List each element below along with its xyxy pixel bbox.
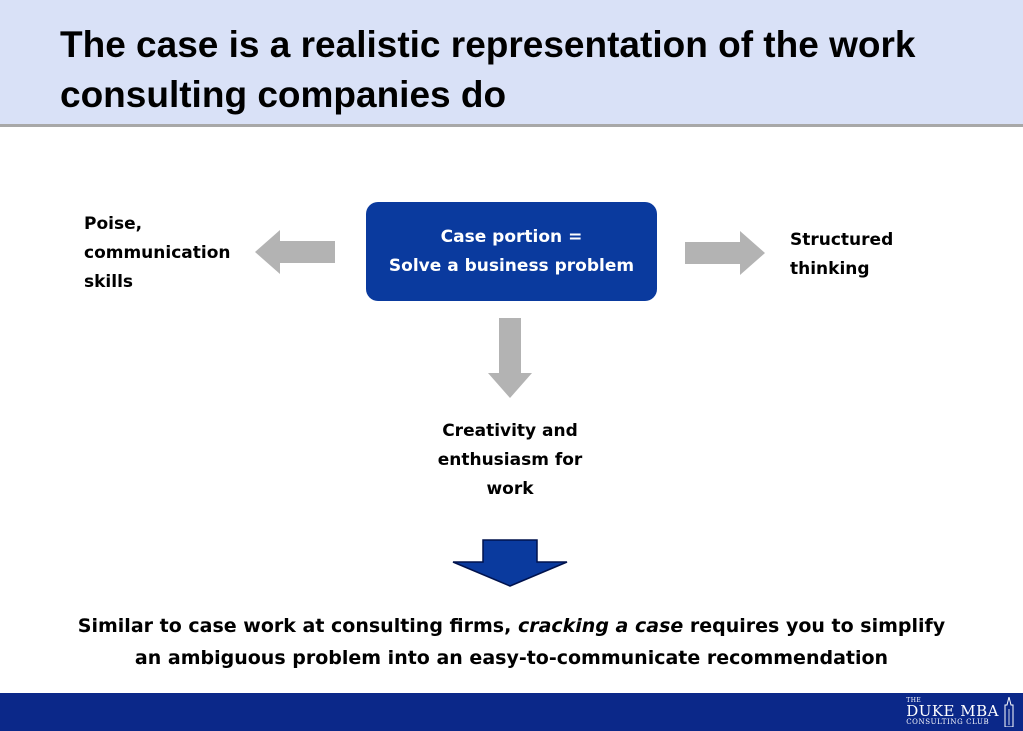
footer-bar: THE DUKE MBA CONSULTING CLUB <box>0 693 1023 731</box>
case-portion-box: Case portion = Solve a business problem <box>366 202 657 301</box>
conclusion-line-2: an ambiguous problem into an easy-to-com… <box>134 647 889 669</box>
chapel-tower-icon <box>1004 697 1014 727</box>
logo-main: DUKE MBA <box>906 702 999 720</box>
conclusion-text-start: Similar to case work at consulting firms… <box>77 615 518 637</box>
conclusion-text: Similar to case work at consulting firms… <box>30 610 993 674</box>
slide-title: The case is a realistic representation o… <box>60 24 916 115</box>
down-arrow-icon <box>488 318 532 398</box>
left-label-line-2: communication <box>84 243 231 263</box>
right-label-line-2: thinking <box>790 259 870 279</box>
logo-sub: CONSULTING CLUB <box>906 718 990 726</box>
left-arrow-icon <box>255 230 335 274</box>
case-portion-line-1: Case portion = <box>440 226 583 247</box>
conclusion-arrow-icon <box>452 539 568 587</box>
case-portion-line-2: Solve a business problem <box>388 255 635 276</box>
title-divider <box>0 124 1023 127</box>
bottom-label-line-1: Creativity and <box>442 421 578 441</box>
bottom-label-line-2: enthusiasm for <box>437 450 583 470</box>
bottom-label-line-3: work <box>486 479 534 499</box>
creativity-enthusiasm-label: Creativity and enthusiasm for work <box>420 417 600 504</box>
title-banner <box>0 0 1023 124</box>
conclusion-line-1: Similar to case work at consulting firms… <box>30 610 993 642</box>
left-label-line-1: Poise, <box>84 214 143 234</box>
left-label-line-3: skills <box>84 272 134 292</box>
logo-wordmark: THE DUKE MBA CONSULTING CLUB <box>906 698 999 726</box>
logo-the: THE <box>906 697 922 704</box>
conclusion-text-end: requires you to simplify <box>683 615 946 637</box>
right-arrow-icon <box>685 231 765 275</box>
duke-mba-logo: THE DUKE MBA CONSULTING CLUB <box>906 696 1015 728</box>
right-label-line-1: Structured <box>790 230 894 250</box>
poise-communication-label: Poise, communication skills <box>84 210 254 297</box>
conclusion-italic-phrase: cracking a case <box>517 615 684 637</box>
structured-thinking-label: Structured thinking <box>790 226 940 284</box>
